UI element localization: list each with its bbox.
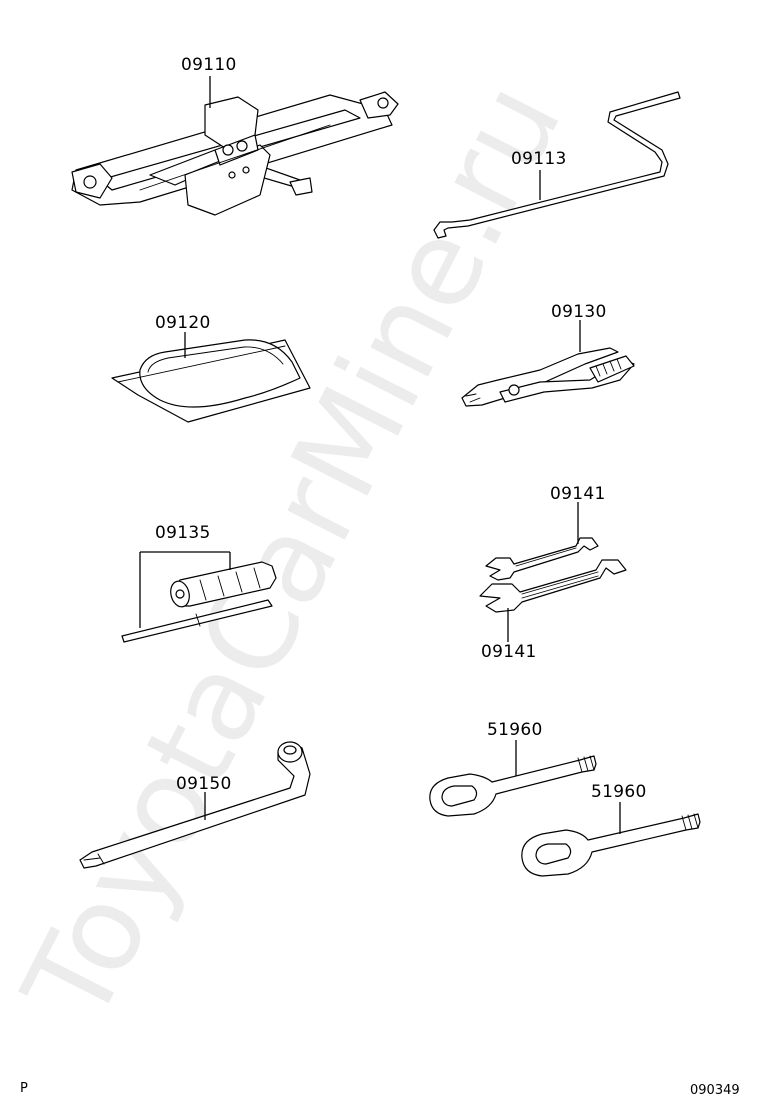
tool-bag-drawing: [111, 339, 311, 423]
wrench-lower-drawing: [479, 559, 627, 613]
figure-number: 090349: [690, 1083, 740, 1098]
wrench-upper-drawing: [485, 537, 599, 581]
hub-nut-wrench-part-number: 09150: [176, 774, 232, 794]
towing-eye-upper-drawing: [429, 755, 597, 817]
jack-part-number: 09110: [181, 55, 237, 75]
screwdriver-drawing: [121, 561, 277, 643]
towing-eye-upper-part-number: 51960: [487, 720, 543, 740]
jack-handle-part-number: 09113: [511, 149, 567, 169]
wrench-lower-part-number: 09141: [481, 642, 537, 662]
footer-left-mark: P: [20, 1081, 28, 1096]
pliers-drawing: [461, 347, 635, 407]
jack-handle-drawing: [433, 91, 681, 239]
hub-nut-wrench-drawing: [79, 741, 311, 869]
watermark: ToyotaCarMine.ru: [0, 62, 588, 1044]
towing-eye-lower-part-number: 51960: [591, 782, 647, 802]
jack-drawing: [71, 91, 399, 216]
tool-bag-part-number: 09120: [155, 313, 211, 333]
towing-eye-lower-drawing: [521, 813, 701, 877]
screwdriver-part-number: 09135: [155, 523, 211, 543]
wrench-upper-part-number: 09141: [550, 484, 606, 504]
pliers-part-number: 09130: [551, 302, 607, 322]
